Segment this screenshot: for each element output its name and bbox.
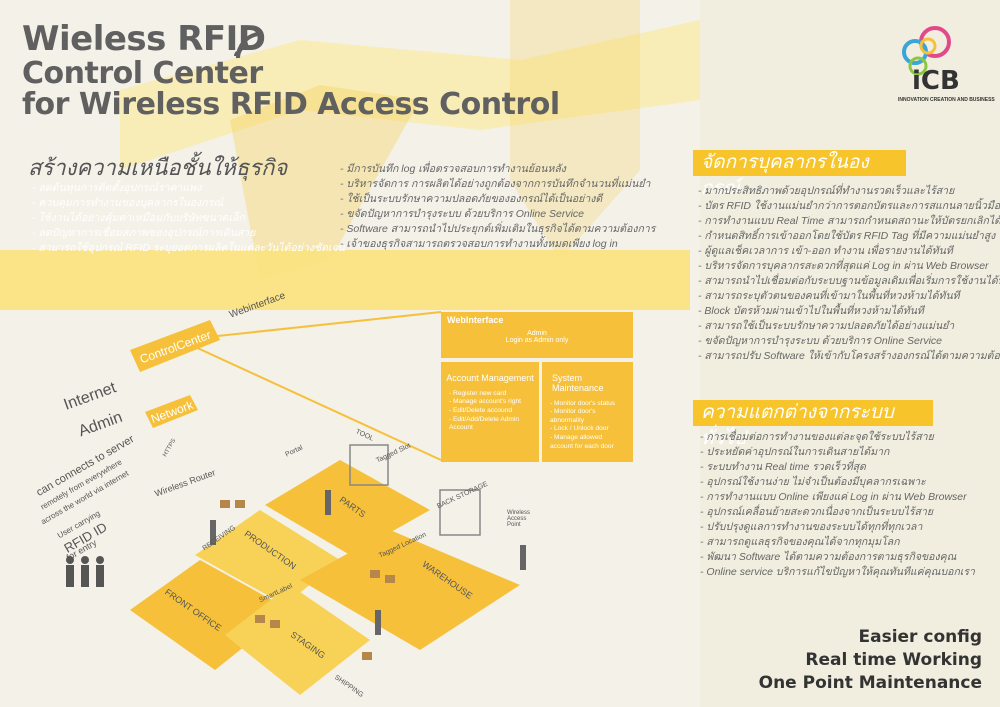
list-item: สามารถปรับ Software ให้เข้ากับโครงสร้างอ… xyxy=(698,349,1000,364)
list-item: มากประสิทธิภาพด้วยอุปกรณ์ที่ทำงานรวดเร็ว… xyxy=(698,184,1000,199)
list-item: Manage allowed account for each door xyxy=(550,434,625,451)
right-list-2: การเชื่อมต่อการทำงานของแต่ละจุดใช้ระบบไร… xyxy=(700,430,975,580)
list-item: Lock / Unlock door xyxy=(550,425,625,434)
list-item: สามารถระบุตัวตนของคนที่เข้ามาในพื้นที่หว… xyxy=(698,289,1000,304)
list-item: กำหนดสิทธิ์การเข้าออกโดยใช้บัตร RFID Tag… xyxy=(698,229,1000,244)
list-item: ใช้งานได้อย่างคุ้มค่าเหมือนกับบริษัทขนาด… xyxy=(32,211,345,226)
system-maintenance-title: System Maintenance xyxy=(552,373,604,393)
left-heading: สร้างความเหนือชั้นให้ธุรกิจ xyxy=(28,155,288,180)
list-item: มีการบันทึก log เพื่อตรวจสอบการทำงานย้อน… xyxy=(340,162,655,177)
list-item: บริหารจัดการบุคลากรสะดวกที่สุดแค่ Log in… xyxy=(698,259,1000,274)
list-item: บริหารจัดการ การผลิตได้อย่างถูกต้องจากกา… xyxy=(340,177,655,192)
list-item: พัฒนา Software ได้ตามความต้องการตามธุรกิ… xyxy=(700,550,975,565)
list-item: Register new card xyxy=(449,390,531,399)
right-heading-2: ความแตกต่างจากระบบทั่วไป xyxy=(693,400,933,449)
list-item: สามารถดูแลธุรกิจของคุณได้จากทุกมุมโลก xyxy=(700,535,975,550)
list-item: เจ้าของธุรกิจสามารถตรวจสอบการทำงานทั้งหม… xyxy=(340,237,655,252)
account-management-title: Account Management xyxy=(446,373,534,383)
main-title: Wieless RFID Control Center for Wireless… xyxy=(22,19,560,123)
list-item: ใช้เป็นระบบรักษาความปลอดภัยขององกรณ์ได้เ… xyxy=(340,192,655,207)
right-heading-1: จัดการบุคลากรในองกรณ์ xyxy=(693,150,906,199)
floor-front-office xyxy=(130,560,290,670)
system-maintenance-box: System Maintenance Monitor door's status… xyxy=(542,362,633,462)
facility-diagram xyxy=(66,311,526,695)
list-item: Block บัตรห้ามผ่านเข้าไปในพื้นที่หวงห้าม… xyxy=(698,304,1000,319)
list-item: การทำงานแบบ Online เพียงแค่ Log in ผ่าน … xyxy=(700,490,975,505)
taglines: Easier config Real time Working One Poin… xyxy=(759,626,982,695)
list-item: ลดปัญหาการเชื่อมสภาพของอุปกรณ์การเดินสาย xyxy=(32,226,345,241)
wifi-icon xyxy=(234,32,259,59)
list-item: Monitor door's abnormality xyxy=(550,408,625,425)
logo-subtitle: INNOVATION CREATION AND BUSINESS xyxy=(898,97,995,103)
list-item: Manage account's right xyxy=(449,398,531,407)
webinterface-admin: Admin xyxy=(527,330,547,337)
list-item: ขจัดปัญหาการบำรุงระบบ ด้วยบริการ Online … xyxy=(698,334,1000,349)
list-item: การทำงานแบบ Real Time สามารถกำหนดสถานะให… xyxy=(698,214,1000,229)
logo-text: iCB xyxy=(912,66,960,96)
icb-logo-icon xyxy=(902,26,951,76)
right-list-1: มากประสิทธิภาพด้วยอุปกรณ์ที่ทำงานรวดเร็ว… xyxy=(698,184,1000,364)
label-wireless-access: Wireless Access Point xyxy=(507,510,531,528)
list-item: บัตร RFID ใช้งานแม่นยำกว่าการตอกบัตรและก… xyxy=(698,199,1000,214)
tagline-1: Easier config xyxy=(858,627,983,648)
list-item: อุปกรณ์เคลื่อนย้ายสะดวกเนื่องจากเป็นระบบ… xyxy=(700,505,975,520)
list-item: ลดต้นทุนการติดตั้งอุปกรณ์ราคาแพง xyxy=(32,181,345,196)
list-item: ประหยัดค่าอุปกรณ์ในการเดินสายได้มาก xyxy=(700,445,975,460)
list-item: ควบคุมการทำงานของบุคลากรในองกรณ์ xyxy=(32,196,345,211)
floor-warehouse xyxy=(300,530,520,650)
list-item: Software สามารถนำไปประยุกต์เพิ่มเติมในธุ… xyxy=(340,222,655,237)
list-item: Edit/Add/Delete Admin Account xyxy=(449,416,531,433)
list-item: ระบบทำงาน Real time รวดเร็วที่สุด xyxy=(700,460,975,475)
webinterface-login: Login as Admin only xyxy=(505,337,569,344)
list-item: สามารถใช้อุปกรณ์ RFID ระบุยอดการผลิตในแต… xyxy=(32,241,344,256)
floor-staging xyxy=(225,585,370,695)
mid-list: มีการบันทึก log เพื่อตรวจสอบการทำงานย้อน… xyxy=(340,162,655,252)
list-item: การเชื่อมต่อการทำงานของแต่ละจุดใช้ระบบไร… xyxy=(700,430,975,445)
list-item: Online service บริการแก้ไขปัญหาให้คุณทัน… xyxy=(700,565,975,580)
list-item: อุปกรณ์ใช้งานง่าย ไม่จำเป็นต้องมีบุคลากร… xyxy=(700,475,975,490)
list-item: Monitor door's status xyxy=(550,400,625,409)
account-management-box: Account Management Register new card Man… xyxy=(441,362,539,462)
title-line1: Wieless RFID xyxy=(22,19,266,59)
list-item: ปรับปรุงดูแลการทำงานของระบบได้ทุกที่ทุกเ… xyxy=(700,520,975,535)
tagline-3: One Point Maintenance xyxy=(758,673,982,694)
webinterface-title: WebInterface xyxy=(447,315,504,325)
title-line3: for Wireless RFID Access Control xyxy=(22,87,560,123)
list-item: Edit/Delete accound xyxy=(449,407,531,416)
webinterface-box: WebInterface Admin Login as Admin only xyxy=(441,312,633,358)
left-list: ลดต้นทุนการติดตั้งอุปกรณ์ราคาแพง ควบคุมก… xyxy=(32,181,345,256)
list-item: ขจัดปัญหาการบำรุงระบบ ด้วยบริการ Online … xyxy=(340,207,655,222)
list-item: สามารถนำไปเชื่อมต่อกับระบบฐานข้อมูลเดิมเ… xyxy=(698,274,1000,289)
list-item: ผู้ดูแลเช็คเวลาการ เข้า-ออก ทำงาน เพื่อร… xyxy=(698,244,1000,259)
tagline-2: Real time Working xyxy=(805,650,982,671)
title-line2: Control Center xyxy=(22,55,263,91)
control-center-block xyxy=(130,320,220,372)
list-item: สามารถใช้เป็นระบบรักษาความปลอดภัยได้อย่า… xyxy=(698,319,1000,334)
